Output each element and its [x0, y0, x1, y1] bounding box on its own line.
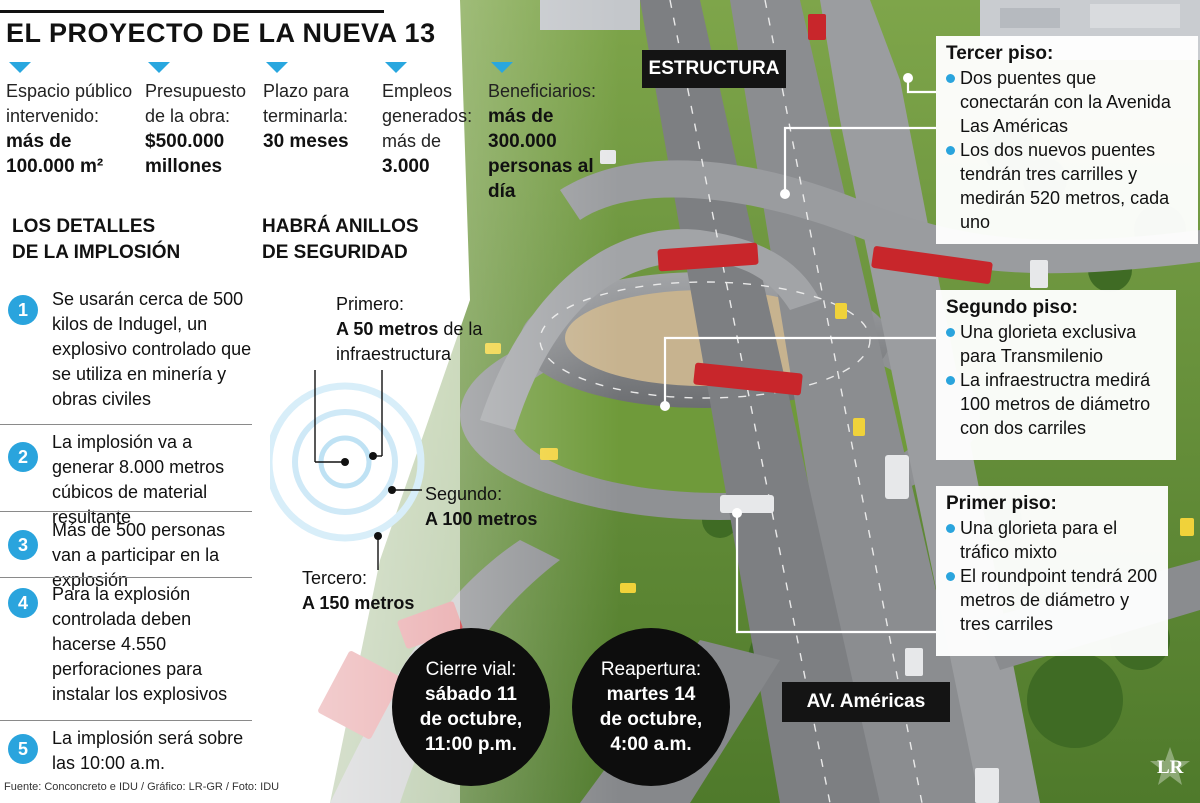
bullet-dot-icon: [946, 146, 955, 155]
ring-first-label: Primero: A 50 metros de la infraestructu…: [336, 292, 496, 367]
structure-tag: ESTRUCTURA: [642, 50, 786, 88]
triangle-icon: [148, 62, 170, 73]
bullet-dot-icon: [946, 74, 955, 83]
bullet-text: Dos puentes que conectarán con la Avenid…: [960, 68, 1171, 136]
detail-text: Para la explosión controlada deben hacer…: [52, 584, 228, 704]
triangle-icon: [491, 62, 513, 73]
bullet-item: Dos puentes que conectarán con la Avenid…: [946, 66, 1188, 138]
ring-second-label: Segundo: A 100 metros: [425, 482, 555, 532]
bullet-item: Los dos nuevos puentes tendrán tres carr…: [946, 138, 1188, 234]
logo-text: LR: [1157, 757, 1184, 778]
detail-item: 3 Más de 500 personas van a participar e…: [0, 516, 252, 590]
reopening-value: martes 14 de octubre, 4:00 a.m.: [599, 684, 703, 755]
second-floor-title: Segundo piso:: [946, 297, 1078, 318]
stat-label: Empleos generados: más de: [382, 81, 473, 151]
stat-value: 30 meses: [263, 131, 349, 152]
detail-text: La implosión será sobre las 10:00 a.m.: [52, 728, 244, 773]
closure-label: Cierre vial:: [425, 659, 517, 680]
triangle-icon: [385, 62, 407, 73]
page-title: EL PROYECTO DE LA NUEVA 13: [6, 18, 436, 48]
stat-value: 3.000: [382, 156, 430, 177]
third-floor-title: Tercer piso:: [946, 43, 1054, 64]
third-floor-card: Tercer piso: Dos puentes que conectarán …: [936, 36, 1198, 244]
bullet-text: La infraestructra medirá 100 metros de d…: [960, 370, 1151, 438]
details-title-line1: LOS DETALLES: [12, 216, 156, 237]
logo-mark-icon: [1150, 747, 1190, 785]
bullet-text: Los dos nuevos puentes tendrán tres carr…: [960, 140, 1170, 232]
avenue-tag: AV. Américas: [782, 682, 950, 722]
divider: [0, 720, 252, 721]
ring-third-title: Tercero:: [302, 568, 368, 588]
safety-rings-diagram: [270, 370, 425, 570]
stat-value: más de 300.000 personas al día: [488, 106, 594, 202]
reopening-label: Reapertura:: [600, 659, 702, 680]
details-title: LOS DETALLES DE LA IMPLOSIÓN: [12, 214, 180, 266]
number-badge: 3: [8, 530, 38, 560]
stat-label: Beneficiarios:: [488, 81, 597, 101]
triangle-icon: [9, 62, 31, 73]
bullet-text: El roundpoint tendrá 200 metros de diáme…: [960, 566, 1158, 634]
number-badge: 2: [8, 442, 38, 472]
stat-jobs: Empleos generados: más de 3.000: [382, 62, 478, 179]
divider: [0, 511, 252, 512]
stat-beneficiaries: Beneficiarios: más de 300.000 personas a…: [488, 62, 598, 204]
ring-second-title: Segundo:: [425, 484, 503, 504]
detail-item: 1 Se usarán cerca de 500 kilos de Induge…: [0, 283, 252, 423]
bullet-dot-icon: [946, 328, 955, 337]
stat-public-space: Espacio público intervenido: más de 100.…: [6, 62, 136, 179]
lr-logo: LR: [1145, 745, 1195, 789]
bullet-dot-icon: [946, 524, 955, 533]
number-badge: 4: [8, 588, 38, 618]
ring-first-value: A 50 metros: [336, 319, 439, 339]
detail-item: 4 Para la explosión controlada deben hac…: [0, 582, 252, 718]
road-closure-circle: Cierre vial: sábado 11 de octubre, 11:00…: [392, 628, 550, 786]
ring-third-label: Tercero: A 150 metros: [302, 566, 432, 616]
divider: [0, 577, 252, 578]
source-credit: Fuente: Conconcreto e IDU / Gráfico: LR-…: [4, 781, 280, 793]
closure-value: sábado 11 de octubre, 11:00 p.m.: [419, 684, 523, 755]
triangle-icon: [266, 62, 288, 73]
stat-term: Plazo para terminarla: 30 meses: [263, 62, 363, 154]
rings-title-line2: DE SEGURIDAD: [262, 242, 408, 263]
ring-first-rest: de la infraestructura: [336, 319, 483, 364]
number-badge: 5: [8, 734, 38, 764]
bullet-item: Una glorieta exclusiva para Transmilenio: [946, 320, 1166, 368]
detail-item: 5 La implosión será sobre las 10:00 a.m.: [0, 726, 252, 778]
stat-label: Espacio público intervenido:: [6, 81, 133, 126]
second-floor-card: Segundo piso: Una glorieta exclusiva par…: [936, 290, 1176, 460]
details-title-line2: DE LA IMPLOSIÓN: [12, 242, 181, 263]
ring-third-value: A 150 metros: [302, 593, 415, 613]
divider: [0, 424, 252, 425]
stat-value: $500.000 millones: [145, 131, 225, 177]
detail-text: Se usarán cerca de 500 kilos de Indugel,…: [52, 289, 252, 409]
bullet-item: La infraestructra medirá 100 metros de d…: [946, 368, 1166, 440]
bullet-dot-icon: [946, 376, 955, 385]
rings-title: HABRÁ ANILLOS DE SEGURIDAD: [262, 214, 419, 266]
first-floor-title: Primer piso:: [946, 493, 1057, 514]
rings-title-line1: HABRÁ ANILLOS: [262, 216, 419, 237]
stat-budget: Presupuesto de la obra: $500.000 millone…: [145, 62, 250, 179]
number-badge: 1: [8, 295, 38, 325]
detail-item: 2 La implosión va a generar 8.000 metros…: [0, 428, 252, 527]
bullet-item: Una glorieta para el tráfico mixto: [946, 516, 1158, 564]
bullet-text: Una glorieta para el tráfico mixto: [960, 518, 1118, 562]
bullet-item: El roundpoint tendrá 200 metros de diáme…: [946, 564, 1158, 636]
stat-value: más de 100.000 m²: [6, 131, 104, 177]
ring-first-title: Primero:: [336, 294, 405, 314]
stat-label: Presupuesto de la obra:: [145, 81, 247, 126]
reopening-circle: Reapertura: martes 14 de octubre, 4:00 a…: [572, 628, 730, 786]
bullet-dot-icon: [946, 572, 955, 581]
first-floor-card: Primer piso: Una glorieta para el tráfic…: [936, 486, 1168, 656]
stat-label: Plazo para terminarla:: [263, 81, 350, 126]
detail-text: Más de 500 personas van a participar en …: [52, 520, 226, 590]
ring-second-value: A 100 metros: [425, 509, 538, 529]
detail-text: La implosión va a generar 8.000 metros c…: [52, 432, 225, 527]
bullet-text: Una glorieta exclusiva para Transmilenio: [960, 322, 1137, 366]
title-rule: [0, 10, 384, 13]
